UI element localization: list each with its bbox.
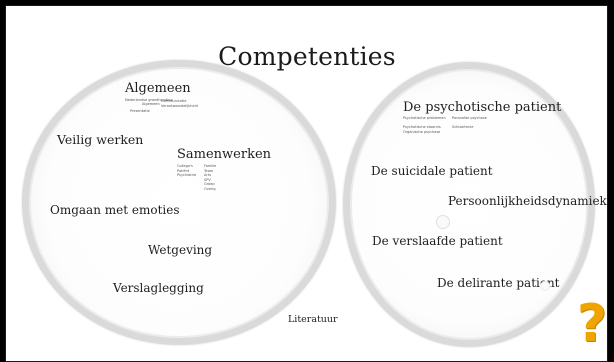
node-de-verslaafde-patient[interactable]: De verslaafde patient bbox=[372, 234, 503, 248]
question-mark-icon[interactable]: ? bbox=[576, 294, 608, 354]
node-de-suicidale-patient[interactable]: De suicidale patient bbox=[371, 164, 493, 178]
node-wetgeving[interactable]: Wetgeving bbox=[148, 243, 213, 257]
node-de-delirante-patient[interactable]: De delirante patient bbox=[437, 276, 560, 290]
node-samenwerken[interactable]: Samenwerken bbox=[177, 147, 272, 162]
node-algemeen-details: Nederlandse grondhouding Algemeen Commun… bbox=[125, 98, 198, 113]
node-persoonlijkheidsdynamiek[interactable]: Persoonlijkheidsdynamiek bbox=[448, 194, 607, 208]
literatuur-link[interactable]: Literatuur bbox=[288, 314, 338, 325]
node-algemeen[interactable]: Algemeen bbox=[125, 81, 191, 96]
node-verslaglegging[interactable]: Verslaglegging bbox=[113, 281, 204, 295]
decorative-ring-small bbox=[540, 281, 550, 291]
node-de-psychotische-patient[interactable]: De psychotische patient bbox=[403, 100, 562, 115]
top-border bbox=[0, 0, 614, 5]
page-title: Competenties bbox=[218, 42, 396, 71]
node-psychotische-details: Psychotische problemen Psychotische stoo… bbox=[403, 116, 487, 134]
left-topic-circle bbox=[22, 60, 336, 345]
node-veilig-werken[interactable]: Veilig werken bbox=[57, 132, 144, 147]
decorative-ring bbox=[436, 215, 450, 229]
node-omgaan-met-emoties[interactable]: Omgaan met emoties bbox=[50, 203, 180, 217]
right-topic-circle bbox=[343, 62, 595, 347]
node-samenwerken-details: Collega's Patiënt Psychiatrie Familie Te… bbox=[177, 164, 217, 191]
